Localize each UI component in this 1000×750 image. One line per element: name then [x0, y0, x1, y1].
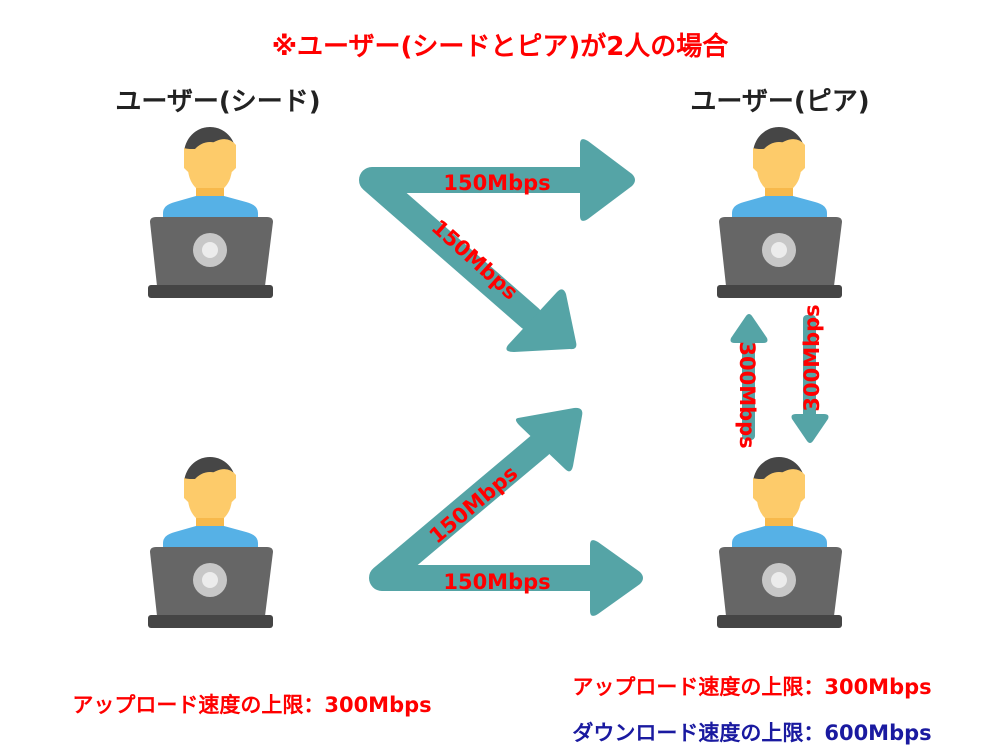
arrow-label: 300Mbps	[735, 341, 759, 448]
peer-upload-limit: アップロード速度の上限：300Mbps	[572, 675, 931, 699]
arrow-label: 150Mbps	[443, 570, 550, 594]
peer-arrows	[730, 314, 829, 443]
seed2-arrows	[369, 407, 643, 616]
arrow-label: 150Mbps	[425, 461, 523, 548]
seed1-arrows	[359, 139, 635, 352]
arrowhead-icon	[515, 407, 583, 472]
arrowhead-icon	[791, 414, 829, 443]
arrowhead-icon	[730, 314, 768, 343]
peer-download-limit: ダウンロード速度の上限：600Mbps	[572, 721, 931, 745]
arrowhead-icon	[580, 139, 635, 221]
arrow-label: 150Mbps	[443, 171, 550, 195]
arrowhead-icon	[590, 540, 643, 616]
peer-user-2-icon	[717, 457, 842, 628]
peer-user-1-icon	[717, 127, 842, 298]
arrow-label: 150Mbps	[427, 215, 523, 305]
arrowhead-icon	[506, 289, 577, 352]
seed-heading: ユーザー(シード)	[115, 87, 320, 117]
arrow-label: 300Mbps	[800, 304, 824, 411]
peer-heading: ユーザー(ピア)	[690, 87, 869, 117]
seed-upload-limit: アップロード速度の上限：300Mbps	[72, 693, 431, 717]
seed-user-1-icon	[148, 127, 273, 298]
seed-user-2-icon	[148, 457, 273, 628]
diagram-title: ※ユーザー(シードとピア)が2人の場合	[272, 31, 730, 62]
